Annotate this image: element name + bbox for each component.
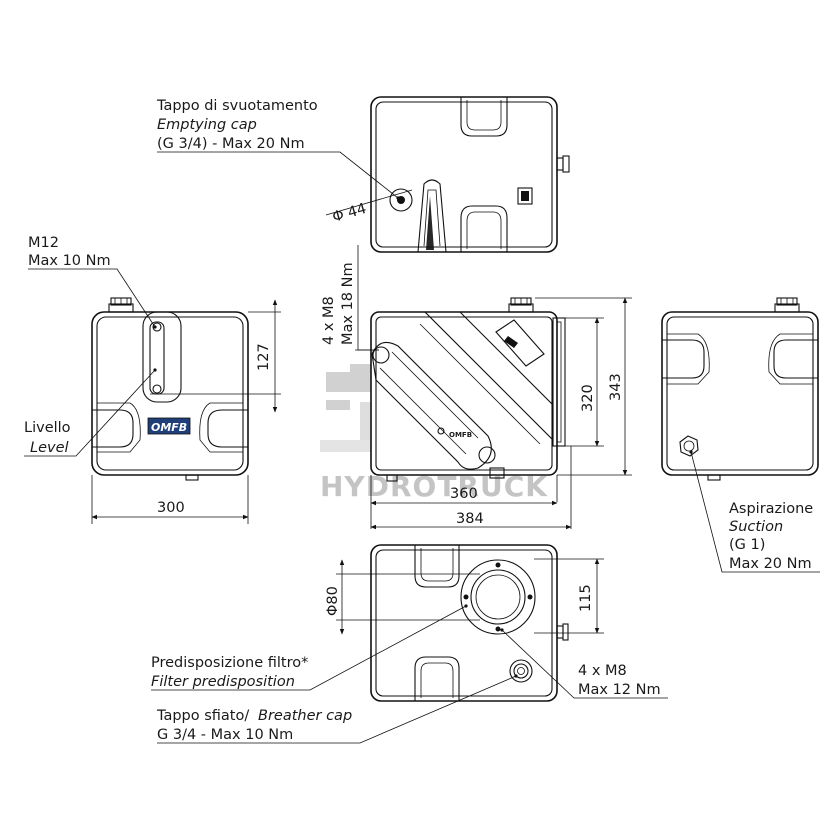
front-dimensions: 360 384 320 343 [370, 297, 632, 530]
top-view [370, 96, 570, 253]
side-view-left: OMFB [91, 297, 249, 481]
front-inner-width: 360 [450, 486, 478, 502]
mounting-top-line2: Max 18 Nm [340, 262, 356, 345]
emptying-cap-diameter: Φ 44 [331, 201, 369, 226]
front-inner-height: 320 [580, 384, 596, 412]
suction-callout: Aspirazione Suction (G 1) Max 20 Nm [689, 450, 820, 573]
m12-label: M12 [28, 235, 59, 251]
brand-plate-text: OMFB [151, 421, 187, 434]
front-mounting-callout: 4 x M8 Max 18 Nm [321, 245, 379, 351]
filter-callout: Predisposizione filtro* Filter predispos… [151, 604, 468, 691]
breather-spec: G 3/4 - Max 10 Nm [157, 727, 293, 743]
level-callout: Livello Level [24, 368, 157, 457]
emptying-cap-label-en: Emptying cap [157, 117, 257, 133]
suction-spec-1: (G 1) [729, 537, 765, 553]
suction-label-en: Suction [729, 519, 783, 535]
level-label-en: Level [30, 440, 69, 456]
brand-plate [147, 417, 191, 435]
mounting-bottom-line2: Max 12 Nm [578, 682, 661, 698]
m12-callout: M12 Max 10 Nm [28, 235, 157, 329]
bottom-filter-offset: 115 [578, 584, 594, 612]
suction-label-it: Aspirazione [729, 501, 813, 517]
suction-spec-2: Max 20 Nm [729, 556, 812, 572]
side-dimensions: 127 300 [91, 299, 281, 524]
breather-label-it: Tappo sfiato/ [156, 708, 249, 724]
filter-label-it: Predisposizione filtro* [151, 655, 308, 671]
side-view-right [661, 297, 819, 481]
breather-callout: Tappo sfiato/ Breather cap G 3/4 - Max 1… [156, 674, 518, 744]
emptying-cap-spec: (G 3/4) - Max 20 Nm [157, 136, 305, 152]
front-outer-height: 343 [608, 373, 624, 401]
emptying-cap-callout: Tappo di svuotamento Emptying cap (G 3/4… [156, 98, 413, 226]
side-width: 300 [157, 500, 185, 516]
front-view: OMFB [370, 297, 566, 482]
emptying-cap-label-it: Tappo di svuotamento [156, 98, 318, 114]
side-level-height: 127 [256, 343, 272, 371]
filter-label-en: Filter predisposition [151, 674, 295, 690]
bottom-mounting-callout: 4 x M8 Max 12 Nm [500, 628, 668, 699]
m12-torque: Max 10 Nm [28, 253, 111, 269]
mounting-top-line1: 4 x M8 [321, 296, 337, 345]
bottom-dimensions: Φ80 115 [325, 558, 604, 635]
breather-label-en: Breather cap [258, 708, 352, 724]
level-label-it: Livello [24, 420, 71, 436]
front-outer-width: 384 [456, 511, 484, 527]
front-view-mark: OMFB [449, 431, 472, 439]
mounting-bottom-line1: 4 x M8 [578, 663, 627, 679]
bottom-view [370, 544, 569, 702]
filter-diameter: Φ80 [325, 586, 341, 616]
